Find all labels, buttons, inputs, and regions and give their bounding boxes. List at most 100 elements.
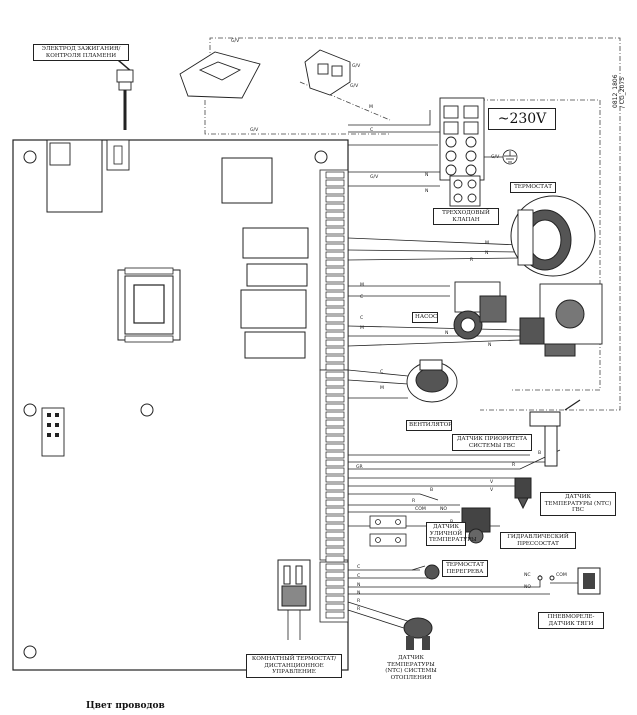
wire-code: M	[360, 325, 364, 331]
wire-code: COM	[556, 572, 567, 578]
connector-pin	[325, 499, 345, 507]
outdoor-sensor-label: ДАТЧИК УЛИЧНОЙ ТЕМПЕРАТУРЫ	[426, 522, 477, 546]
connector-pin	[325, 387, 345, 395]
wire-code: N	[485, 250, 488, 256]
earth-dashed-frame	[204, 37, 621, 411]
connector-pin	[325, 459, 345, 467]
wire-code: C	[357, 564, 360, 570]
wire-code: B	[430, 487, 433, 493]
connector-pin	[325, 347, 345, 355]
fan-label: ВЕНТИЛЯТОР	[406, 420, 452, 431]
three-way-valve-motor	[510, 195, 596, 277]
dhw-temp-sensor-label: ДАТЧИК ТЕМПЕРАТУРЫ (NTC) ГВС	[540, 492, 616, 516]
wire-code: N	[425, 172, 428, 178]
connector-pin	[325, 555, 345, 563]
connector-pin	[325, 267, 345, 275]
connector-pin	[325, 563, 345, 571]
hydraulic-pressostat-label: ГИДРАВЛИЧЕСКИЙ ПРЕССОСТАТ	[500, 532, 576, 550]
dhw-ntc-body	[514, 477, 532, 510]
connector-pin	[325, 291, 345, 299]
top-mains-connector	[439, 97, 485, 207]
connector-pin	[325, 195, 345, 203]
wire-code: R	[470, 257, 474, 263]
wire-code: N	[357, 582, 360, 588]
connector-pin	[325, 611, 345, 619]
connector-pin	[325, 483, 345, 491]
connector-pin	[325, 227, 345, 235]
wires	[287, 110, 561, 640]
wire-code: M	[380, 385, 384, 391]
pump-label: НАСОС	[412, 312, 438, 323]
wire-code: G/V	[231, 38, 240, 44]
connector-pin	[325, 579, 345, 587]
connector-pin	[325, 603, 345, 611]
connector-pin	[325, 539, 345, 547]
voltage-label: ~230V	[488, 108, 556, 130]
hydraulic-pressostat-body	[461, 507, 491, 544]
connector-pin	[325, 203, 345, 211]
connector-pin	[325, 243, 345, 251]
wire-code: NO	[524, 584, 531, 590]
connector-pin	[325, 491, 345, 499]
wire-code: N	[445, 330, 448, 336]
connector-pin	[325, 331, 345, 339]
connector-pin	[325, 171, 345, 179]
gas-valve	[519, 283, 603, 357]
connector-pin	[325, 451, 345, 459]
wire-code: B	[538, 450, 541, 456]
wire-code: COM	[415, 506, 426, 512]
connector-pin	[325, 187, 345, 195]
wire-code: N	[425, 188, 428, 194]
connector-pin	[325, 403, 345, 411]
connector-pin	[325, 259, 345, 267]
connector-pin	[325, 515, 345, 523]
connector-pin	[325, 211, 345, 219]
wire-code: C	[380, 369, 383, 375]
wire-code: V	[490, 487, 494, 493]
wire-code: NO	[440, 506, 447, 512]
connector-pin	[325, 315, 345, 323]
wire-code: R	[357, 606, 361, 612]
air-pressostat-body	[537, 567, 601, 595]
wire-code: C	[357, 573, 360, 579]
connector-pin	[325, 443, 345, 451]
connector-pin	[325, 475, 345, 483]
connector-pin	[325, 411, 345, 419]
gas-valve-bracket	[179, 49, 351, 99]
connector-pin	[325, 595, 345, 603]
wire-code: N	[488, 342, 491, 348]
wire-code: C	[370, 127, 373, 133]
connector-pin	[325, 379, 345, 387]
connector-pin	[325, 251, 345, 259]
connector-pin	[325, 307, 345, 315]
document-code: 0812_1806 / CG_2075	[612, 74, 626, 108]
connector-pin	[325, 435, 345, 443]
wire-code: R	[357, 598, 361, 604]
connector-pin	[325, 531, 345, 539]
wire-code: R	[412, 498, 416, 504]
outdoor-sensor-connector	[369, 515, 407, 547]
dhw-priority-sensor-body	[529, 399, 581, 467]
connector-pin	[325, 547, 345, 555]
ground-symbol	[484, 149, 518, 165]
connector-pin	[325, 467, 345, 475]
wire-code: C	[360, 294, 363, 300]
wire-code: NC	[524, 572, 531, 578]
wire-code: G/V	[491, 154, 500, 160]
fan-body	[406, 359, 458, 403]
air-pressostat-label: ПНЕВМОРЕЛЕ- ДАТЧИК ТЯГИ	[538, 612, 604, 630]
wire-code-labels: G/V G/V G/V G/V G/V G/V M C N N M N R M …	[231, 38, 567, 612]
connector-pin	[325, 219, 345, 227]
connector-pin	[325, 363, 345, 371]
pump-body	[453, 281, 507, 340]
connector-pin	[325, 283, 345, 291]
overheat-thermostat-body	[411, 564, 440, 580]
connector-pins	[325, 171, 345, 619]
heating-ntc-label: ДАТЧИК ТЕМПЕРАТУРЫ (NTC) СИСТЕМЫ ОТОПЛЕН…	[381, 654, 441, 683]
wire-code: G/V	[350, 83, 359, 89]
wire-code: R	[512, 462, 516, 468]
connector-pin	[325, 371, 345, 379]
connector-pin	[325, 179, 345, 187]
room-thermostat-label: КОМНАТНЫЙ ТЕРМОСТАТ/ ДИСТАНЦИОННОЕ УПРАВ…	[246, 654, 342, 678]
